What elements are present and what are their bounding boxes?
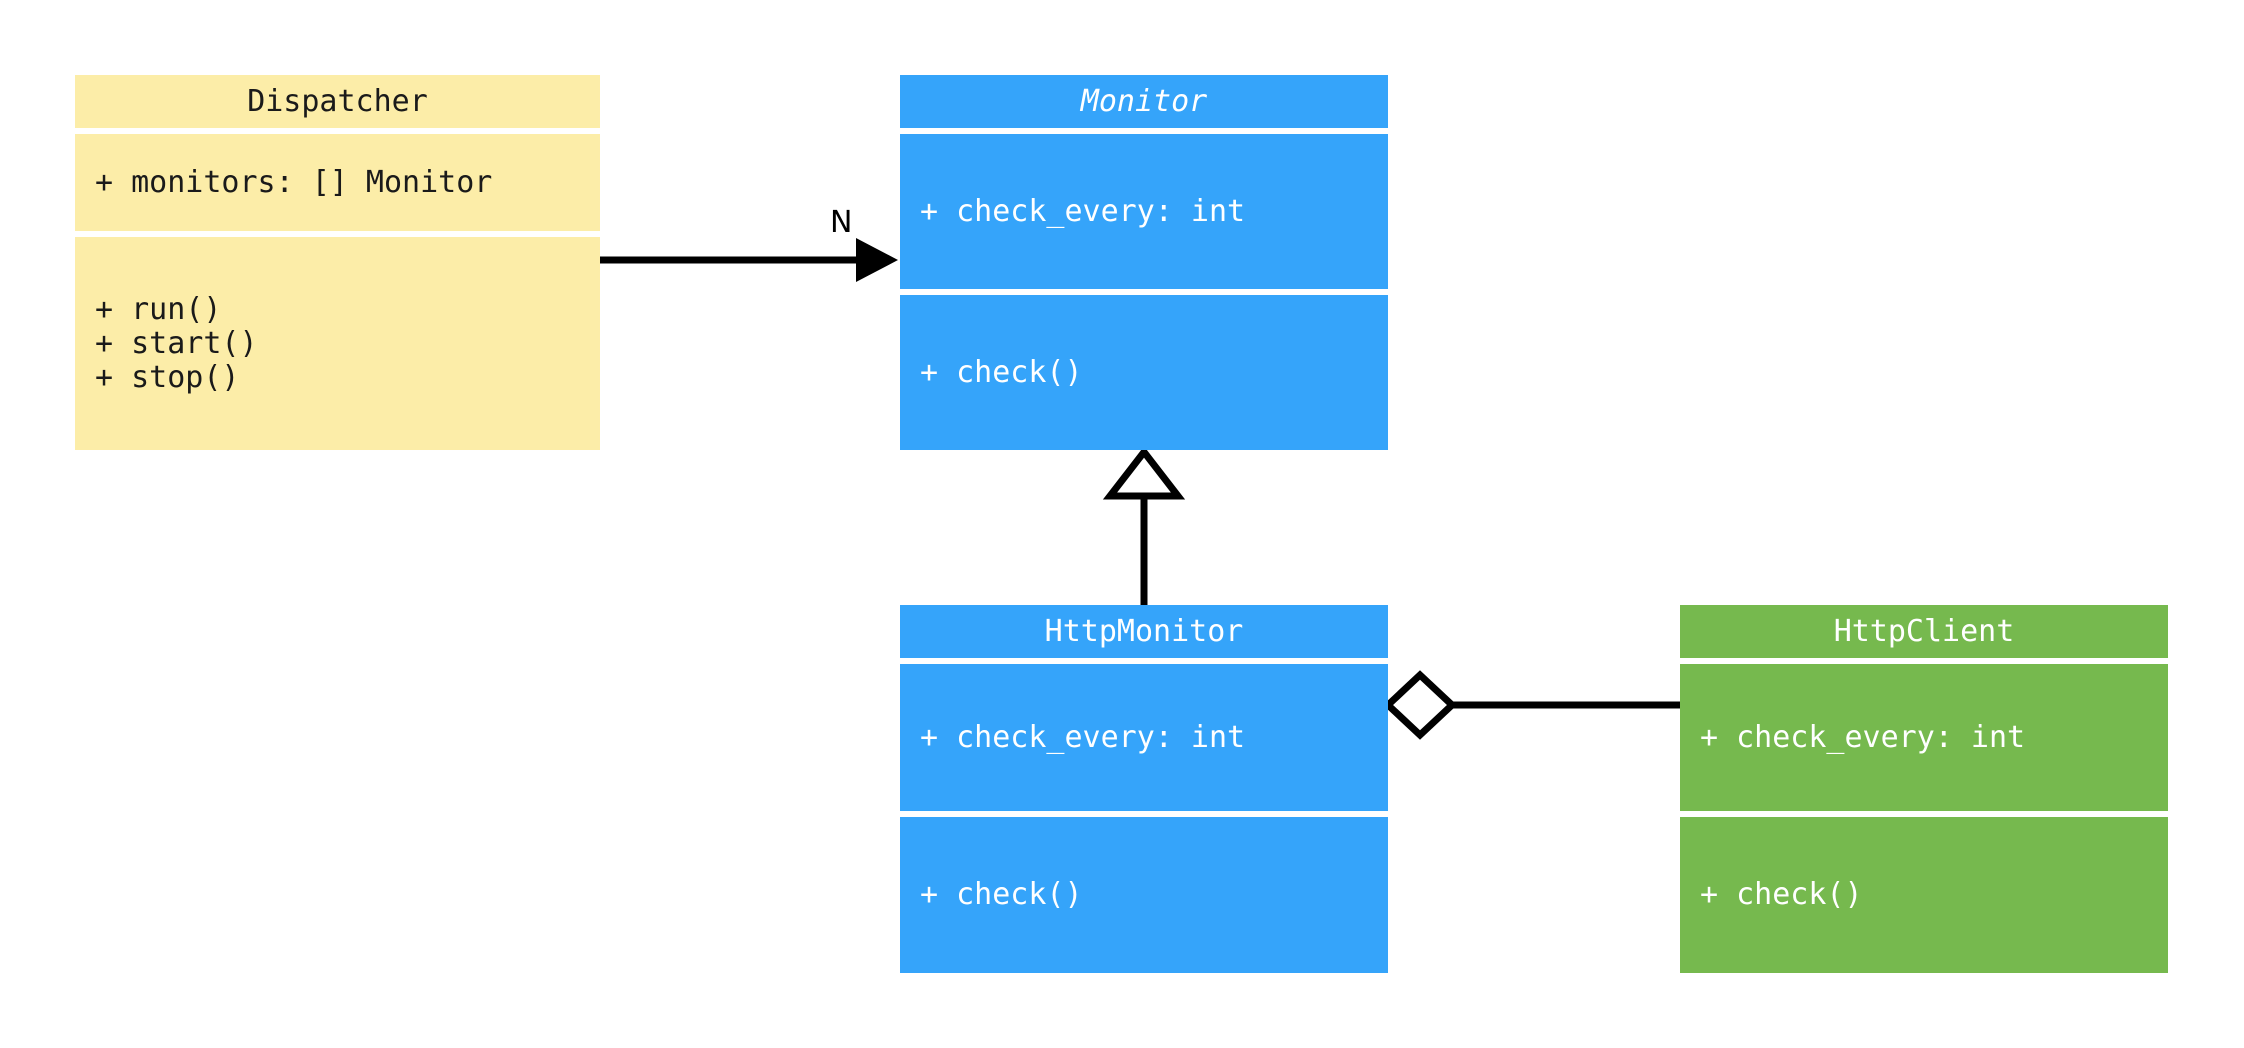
class-attribute: + monitors: [] Monitor [95, 164, 493, 200]
class-methods-compartment-http-client: + check() [1680, 817, 2168, 973]
class-box-http-monitor[interactable]: HttpMonitor + check_every: int + check() [900, 605, 1388, 973]
class-methods-compartment-monitor: + check() [900, 295, 1388, 450]
compartment-separator [900, 128, 1388, 134]
class-attributes-compartment-http-monitor: + check_every: int [900, 664, 1388, 811]
association-arrowhead-icon [856, 238, 898, 282]
class-box-monitor[interactable]: Monitor + check_every: int + check() [900, 75, 1388, 450]
class-method: + run() [95, 291, 222, 327]
generalization-triangle-icon [1102, 446, 1186, 500]
generalization-httpmonitor-monitor [1102, 446, 1186, 605]
compartment-separator [1680, 811, 2168, 817]
association-dispatcher-monitor [600, 238, 898, 282]
class-method: + check() [1700, 877, 1863, 912]
aggregation-diamond-icon [1382, 670, 1458, 740]
class-attribute: + check_every: int [920, 719, 1246, 755]
class-name-http-client: HttpClient [1833, 614, 2015, 649]
class-methods-compartment-http-monitor: + check() [900, 817, 1388, 973]
class-title-compartment-dispatcher: Dispatcher [75, 75, 600, 128]
class-box-http-client[interactable]: HttpClient + check_every: int + check() [1680, 605, 2168, 973]
compartment-separator [900, 289, 1388, 295]
class-attributes-compartment-http-client: + check_every: int [1680, 664, 2168, 811]
association-label-n: N [830, 205, 853, 240]
class-name-http-monitor: HttpMonitor [1044, 614, 1244, 649]
class-name-monitor: Monitor [1080, 84, 1208, 119]
class-name-dispatcher: Dispatcher [247, 84, 428, 119]
class-method: + stop() [95, 359, 240, 395]
class-method: + start() [95, 325, 258, 361]
class-attributes-compartment-dispatcher: + monitors: [] Monitor [75, 134, 600, 231]
class-method: + check() [920, 877, 1083, 912]
class-attribute: + check_every: int [920, 193, 1246, 229]
class-methods-compartment-dispatcher: + run() + start() + stop() [75, 237, 600, 450]
class-title-compartment-http-monitor: HttpMonitor [900, 605, 1388, 658]
compartment-separator [900, 658, 1388, 664]
compartment-separator [75, 128, 600, 134]
compartment-separator [75, 231, 600, 237]
aggregation-httpmonitor-httpclient [1382, 670, 1680, 740]
class-method: + check() [920, 354, 1083, 390]
class-title-compartment-http-client: HttpClient [1680, 605, 2168, 658]
compartment-separator [900, 811, 1388, 817]
class-attributes-compartment-monitor: + check_every: int [900, 134, 1388, 289]
class-attribute: + check_every: int [1700, 719, 2026, 755]
compartment-separator [1680, 658, 2168, 664]
class-box-dispatcher[interactable]: Dispatcher + monitors: [] Monitor + run(… [75, 75, 600, 450]
class-title-compartment-monitor: Monitor [900, 75, 1388, 128]
